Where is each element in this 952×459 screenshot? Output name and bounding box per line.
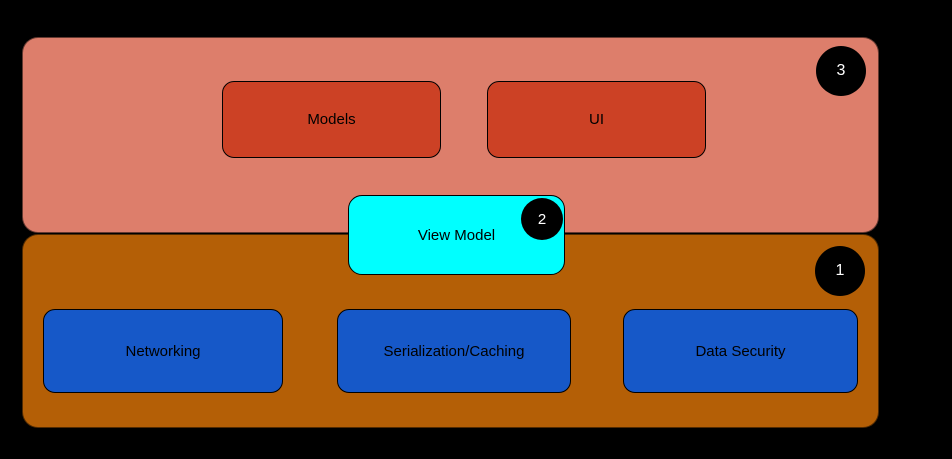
data-security-box: Data Security <box>623 309 858 393</box>
models-box: Models <box>222 81 441 158</box>
serialization-caching-label: Serialization/Caching <box>383 342 525 360</box>
models-label: Models <box>307 111 356 128</box>
ui-label: UI <box>589 111 604 128</box>
presentation-layer-number-badge: 3 <box>816 46 866 96</box>
networking-label: Networking <box>125 342 201 360</box>
serialization-caching-box: Serialization/Caching <box>337 309 571 393</box>
data-layer-number-badge: 1 <box>815 246 865 296</box>
ui-box: UI <box>487 81 706 158</box>
view-model-label: View Model <box>417 226 496 244</box>
networking-box: Networking <box>43 309 283 393</box>
data-security-label: Data Security <box>695 342 786 360</box>
view-model-number-badge: 2 <box>521 198 563 240</box>
